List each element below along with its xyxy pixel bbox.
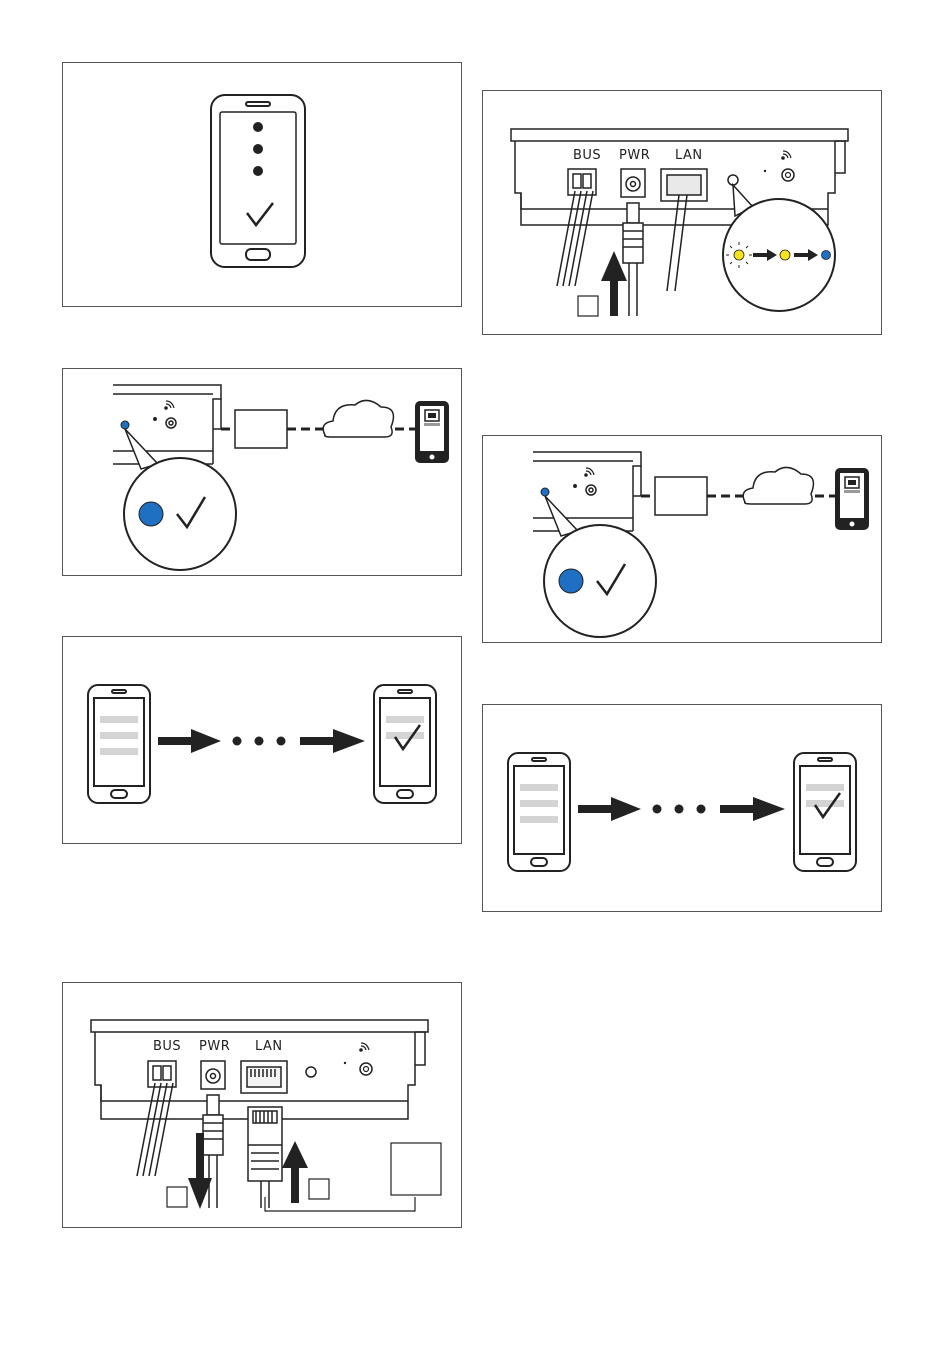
- progress-dot: [253, 144, 263, 154]
- smartphone-icon: [835, 468, 869, 530]
- port-label-lan: LAN: [675, 148, 703, 163]
- status-led: [728, 175, 738, 185]
- wifi-icon: [165, 401, 174, 409]
- status-led: [306, 1067, 316, 1077]
- router-box: [235, 410, 287, 448]
- port-label-bus: BUS: [573, 148, 601, 163]
- panel-cloud-connection-right: [482, 435, 882, 643]
- cloud-icon: [743, 467, 813, 504]
- port-label-pwr: PWR: [199, 1039, 230, 1054]
- smartphone-icon: [508, 753, 570, 871]
- port-label-bus: BUS: [153, 1039, 181, 1054]
- placeholder-bar: [100, 716, 138, 723]
- step-label-box: [309, 1179, 329, 1199]
- wifi-icon: [360, 1043, 369, 1051]
- ellipsis-dot: [233, 737, 242, 746]
- lan-port: [241, 1061, 287, 1093]
- ellipsis-dot: [255, 737, 264, 746]
- lan-plug: [248, 1107, 282, 1208]
- placeholder-bar: [100, 748, 138, 755]
- placeholder-bar: [100, 732, 138, 739]
- led-blue-indicator: [559, 569, 583, 593]
- lan-port: [661, 169, 707, 201]
- ellipsis-dot: [675, 805, 684, 814]
- smartphone-icon: [794, 753, 856, 871]
- power-port: [201, 1061, 225, 1089]
- step-label-box: [167, 1187, 187, 1207]
- panel-app-flow-left: [62, 636, 462, 844]
- arrow-right-icon: [578, 797, 641, 821]
- bus-cable: [137, 1083, 173, 1176]
- power-plug: [623, 203, 643, 316]
- placeholder-bar: [520, 784, 558, 791]
- arrow-up-icon: [282, 1141, 308, 1203]
- panel-phone-setup-progress: [62, 62, 462, 307]
- panel-cloud-connection-left: [62, 368, 462, 576]
- led-solid-yellow: [780, 250, 790, 260]
- router-box: [391, 1143, 441, 1195]
- power-port: [621, 169, 645, 197]
- ellipsis-dot: [653, 805, 662, 814]
- wifi-icon: [782, 151, 791, 159]
- progress-dot: [253, 122, 263, 132]
- arrow-right-icon: [158, 729, 221, 753]
- checkmark-icon: [247, 203, 273, 225]
- panel-cable-connection-left: BUS PWR LAN: [62, 982, 462, 1228]
- port-label-lan: LAN: [255, 1039, 283, 1054]
- smartphone-icon: [211, 95, 305, 267]
- progress-dot: [253, 166, 263, 176]
- arrow-right-icon: [300, 729, 365, 753]
- led-solid-blue: [822, 251, 831, 260]
- placeholder-bar: [520, 816, 558, 823]
- panel-app-flow-right: [482, 704, 882, 912]
- bus-port: [568, 169, 596, 195]
- bus-cable: [557, 191, 593, 286]
- placeholder-bar: [520, 800, 558, 807]
- placeholder-bar: [386, 732, 424, 739]
- reset-button: [782, 169, 794, 181]
- cloud-icon: [323, 400, 393, 437]
- port-label-pwr: PWR: [619, 148, 650, 163]
- arrow-right-icon: [720, 797, 785, 821]
- wifi-icon: [585, 468, 594, 476]
- reset-button: [586, 485, 596, 495]
- ellipsis-dot: [277, 737, 286, 746]
- placeholder-bar: [806, 800, 844, 807]
- ellipsis-dot: [697, 805, 706, 814]
- reset-button: [360, 1063, 372, 1075]
- bus-port: [148, 1061, 176, 1087]
- panel-power-led-sequence: BUS PWR LAN: [482, 90, 882, 335]
- step-label-box: [578, 296, 598, 316]
- reset-button: [166, 418, 176, 428]
- smartphone-icon: [88, 685, 150, 803]
- smartphone-icon: [415, 401, 449, 463]
- status-led: [541, 488, 549, 496]
- smartphone-icon: [374, 685, 436, 803]
- placeholder-bar: [806, 784, 844, 791]
- led-blue-indicator: [139, 502, 163, 526]
- status-led: [121, 421, 129, 429]
- placeholder-bar: [386, 716, 424, 723]
- lan-cable-line: [265, 1197, 415, 1211]
- router-box: [655, 477, 707, 515]
